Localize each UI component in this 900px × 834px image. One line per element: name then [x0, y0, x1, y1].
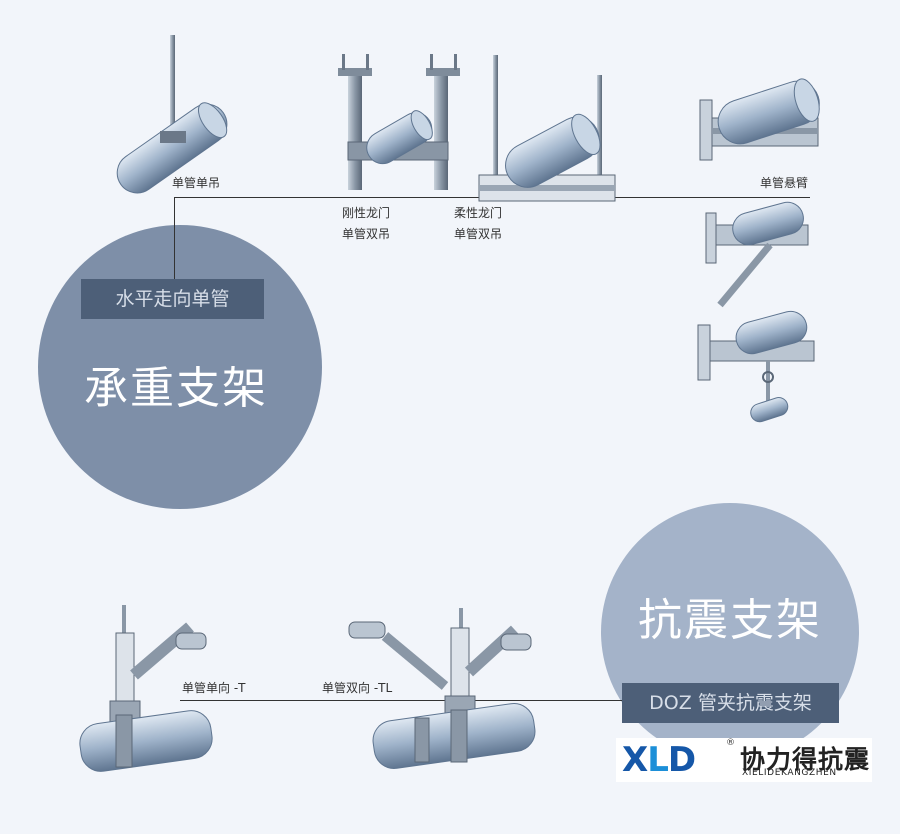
flexible-gantry-illustration: [478, 55, 616, 202]
logo-registered: ®: [726, 738, 735, 748]
label-single-pipe-cantilever: 单管悬臂: [760, 176, 809, 190]
logo-mark-d: D: [667, 740, 696, 780]
braced-cantilever-illustration: [705, 201, 809, 308]
logo-name-cn: 协力得抗震: [740, 745, 871, 774]
label-flexible-gantry: 柔性龙门: [454, 206, 503, 220]
connector-line-bottom: [180, 700, 622, 701]
seismic-title: 抗震支架: [638, 595, 822, 646]
single-hanger-illustration: [116, 35, 228, 194]
brand-logo: XLD ® 协力得抗震 XIELIDEKANGZHEN: [616, 738, 872, 782]
label-single-pipe-single-hanger: 单管单吊: [172, 176, 221, 190]
connector-line-vertical: [174, 197, 175, 279]
logo-mark: XLD: [622, 740, 696, 780]
seismic-tl-illustration: [348, 608, 536, 769]
logo-mark-l: L: [647, 740, 669, 780]
load-bearing-category-tag: 水平走向单管: [81, 279, 264, 319]
label-rigid-gantry-sub: 单管双吊: [342, 227, 391, 241]
hanging-pipe-cantilever-illustration: [697, 310, 815, 423]
seismic-t-illustration: [79, 605, 213, 772]
label-double-direction-tl: 单管双向 -TL: [322, 681, 393, 695]
load-bearing-title: 承重支架: [84, 363, 268, 414]
load-bearing-circle: [38, 225, 322, 509]
label-flexible-gantry-sub: 单管双吊: [454, 227, 503, 241]
seismic-category-tag: DOZ 管夹抗震支架: [622, 683, 839, 723]
logo-name-en: XIELIDEKANGZHEN: [742, 768, 837, 778]
logo-mark-x: X: [622, 740, 648, 780]
label-single-direction-t: 单管单向 -T: [182, 681, 246, 695]
label-rigid-gantry: 刚性龙门: [342, 206, 391, 220]
cantilever-illustration: [699, 78, 820, 161]
rigid-gantry-illustration: [338, 54, 460, 190]
